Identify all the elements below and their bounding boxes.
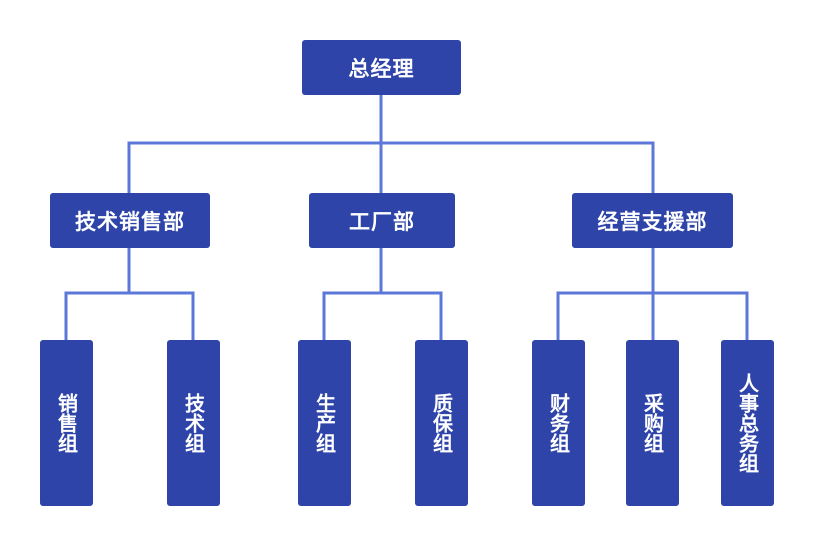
node-tech-sales-dept: 技术销售部 [50, 193, 210, 248]
node-production-group: 生产组 [298, 340, 351, 506]
node-operations-support-dept: 经营支援部 [572, 193, 733, 248]
node-finance-group: 财务组 [532, 340, 585, 506]
node-quality-group: 质保组 [415, 340, 468, 506]
node-general-manager: 总经理 [302, 40, 461, 95]
node-factory-dept: 工厂部 [309, 193, 455, 248]
node-hr-admin-group: 人事总务组 [721, 340, 774, 506]
node-tech-group: 技术组 [167, 340, 220, 506]
node-sales-group: 销售组 [40, 340, 93, 506]
node-purchasing-group: 采购组 [626, 340, 679, 506]
